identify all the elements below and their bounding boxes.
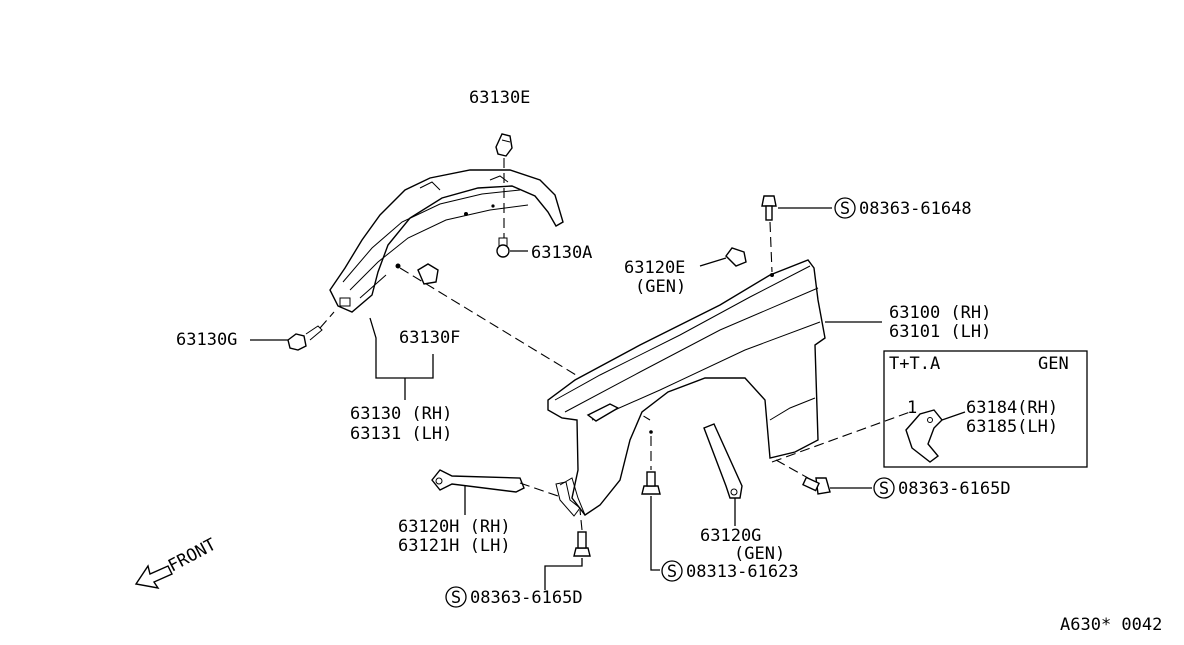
front-arrow-icon bbox=[134, 564, 173, 589]
bracket-63130 bbox=[369, 317, 434, 379]
screw-symbol-icon bbox=[661, 560, 683, 582]
screw-symbol-letter: S bbox=[840, 199, 850, 219]
label-63130g: 63130G bbox=[176, 330, 237, 350]
clip-63120e bbox=[725, 247, 747, 267]
clip-63130e bbox=[495, 133, 513, 157]
dash-08363-61648 bbox=[769, 221, 773, 273]
screw-symbol-icon bbox=[834, 197, 856, 219]
dash-08363-6165d-right bbox=[775, 459, 809, 479]
screw-symbol-letter: S bbox=[879, 479, 889, 499]
leader-08313-61623 bbox=[650, 496, 660, 571]
leader-63120e bbox=[699, 257, 727, 267]
dash-63120h bbox=[519, 482, 559, 497]
label-63130a: 63130A bbox=[531, 243, 592, 263]
clip-63130g bbox=[287, 325, 323, 351]
label-08363-61648: 08363-61648 bbox=[859, 199, 972, 219]
bolt-08363-61648 bbox=[761, 195, 777, 221]
label-63120h: 63120H (RH) bbox=[398, 517, 511, 537]
label-08313-61623: 08313-61623 bbox=[686, 562, 799, 582]
label-63130f: 63130F bbox=[399, 328, 460, 348]
front-fender bbox=[547, 259, 826, 516]
inset-box bbox=[883, 350, 1088, 468]
inset-callout: 1 bbox=[907, 398, 917, 418]
label-08363-6165d-bottom: 08363-6165D bbox=[470, 588, 583, 608]
fender-protector bbox=[329, 169, 564, 313]
label-63101: 63101 (LH) bbox=[889, 322, 991, 342]
leader-63184 bbox=[941, 411, 966, 421]
label-63120g-gen: (GEN) bbox=[734, 544, 785, 564]
label-08363-6165d-right: 08363-6165D bbox=[898, 479, 1011, 499]
clip-63130a bbox=[496, 237, 510, 258]
label-63130: 63130 (RH) bbox=[350, 404, 452, 424]
screw-symbol-icon bbox=[445, 586, 467, 608]
label-63131: 63131 (LH) bbox=[350, 424, 452, 444]
label-63100: 63100 (RH) bbox=[889, 303, 991, 323]
dash-63130g bbox=[319, 311, 335, 329]
label-63120g: 63120G bbox=[700, 526, 761, 546]
inset-label-left: T+T.A bbox=[889, 354, 940, 374]
dash-bottom-bolt bbox=[579, 509, 583, 531]
label-front: FRONT bbox=[165, 535, 220, 577]
label-63121h: 63121H (LH) bbox=[398, 536, 511, 556]
label-63130e: 63130E bbox=[469, 88, 530, 108]
label-63120e-gen: (GEN) bbox=[635, 277, 686, 297]
bolt-08363-6165d-bottom bbox=[573, 531, 591, 557]
dash-inset bbox=[771, 411, 911, 463]
bracket-63120g bbox=[703, 423, 743, 499]
screw-symbol-letter: S bbox=[451, 588, 461, 608]
leader-08363-6165d-bottom bbox=[544, 558, 583, 590]
bolt-08363-6165d-right bbox=[802, 476, 831, 495]
screw-symbol-icon bbox=[873, 477, 895, 499]
label-63185: 63185(LH) bbox=[966, 417, 1058, 437]
label-63184: 63184(RH) bbox=[966, 398, 1058, 418]
diagram-reference: A630* 0042 bbox=[1060, 615, 1162, 635]
label-63120e: 63120E bbox=[624, 258, 685, 278]
bolt-08313-61623 bbox=[641, 471, 661, 495]
clip-63130f bbox=[395, 263, 439, 285]
part-63184 bbox=[905, 409, 943, 463]
inset-label-right: GEN bbox=[1038, 354, 1069, 374]
screw-symbol-letter: S bbox=[667, 562, 677, 582]
bracket-63120h bbox=[431, 469, 581, 517]
